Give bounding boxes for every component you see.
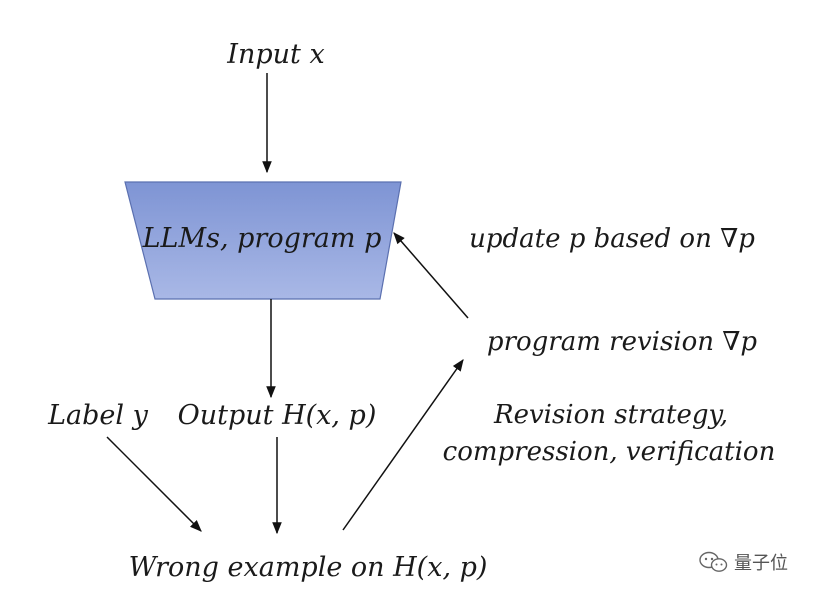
arrow-wrong-to-revision (342, 359, 464, 531)
wechat-icon (699, 551, 728, 572)
strategy-line-2: compression, verification (443, 437, 776, 467)
watermark-text: 量子位 (734, 553, 788, 574)
llm-program-label: LLMs, program p (142, 223, 382, 254)
arrow-label-to-wrong (106, 436, 202, 532)
watermark: 量子位 (699, 551, 788, 574)
arrow-revision-to-model (393, 232, 469, 319)
input-label: Input x (226, 39, 324, 70)
strategy-line-1: Revision strategy, (493, 400, 728, 430)
program-revision-label: program revision ∇p (487, 327, 758, 357)
label-y: Label y (47, 400, 149, 431)
wrong-example-label: Wrong example on H(x, p) (129, 552, 488, 583)
output-label: Output H(x, p) (178, 400, 377, 431)
update-label: update p based on ∇p (469, 224, 755, 254)
llm-program-box (124, 181, 402, 300)
